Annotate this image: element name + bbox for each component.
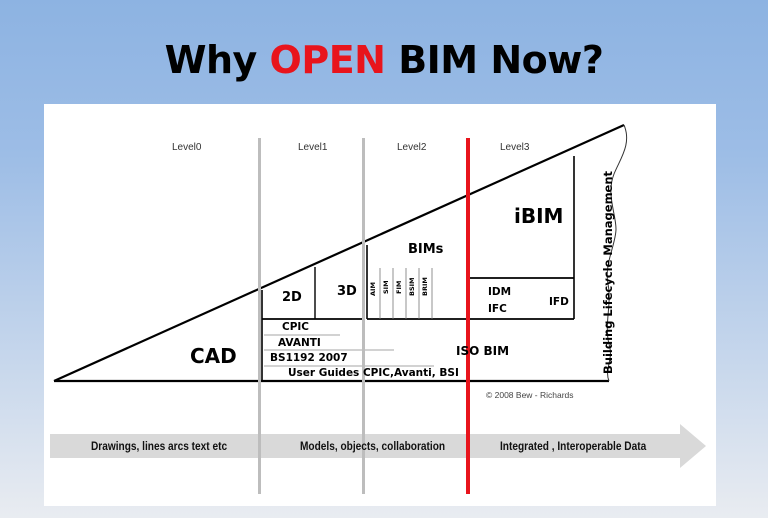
standard-ifc: IFC [488,303,507,315]
sub-model-aim: AIM [369,282,377,296]
lifecycle-label: Building Lifecycle Management [601,170,615,374]
level1-header: Level1 [298,142,328,153]
bims-label: BIMs [408,242,444,257]
sub-model-brim: BRIM [421,277,429,296]
divider-level0-1 [258,138,261,494]
timeline-caption-level1-2: Models, objects, collaboration [300,441,446,453]
standard-bs1192: BS1192 2007 [270,352,348,364]
bim-maturity-diagram: Level0 Level1 Level2 Level3 CAD 2D 3D CP… [44,104,716,506]
ibim-label: iBIM [514,204,564,228]
sub-model-fim: FIM [395,280,403,294]
iso-bim-label: ISO BIM [456,344,510,358]
title-suffix: BIM Now? [385,38,604,82]
3d-label: 3D [337,284,357,299]
standard-avanti: AVANTI [278,337,321,349]
timeline-arrow [50,424,706,468]
standard-cpic: CPIC [282,321,310,333]
timeline-caption-level0: Drawings, lines arcs text etc [91,441,228,453]
standard-idm: IDM [488,286,512,298]
slide-title: Why OPEN BIM Now? [0,38,768,82]
title-highlight: OPEN [269,38,386,82]
sub-model-sim: SIM [382,280,390,294]
divider-level1-2 [362,138,365,494]
level2-header: Level2 [397,142,427,153]
standard-ifd: IFD [549,296,569,308]
lifecycle-wavy-edge [606,124,628,382]
title-prefix: Why [164,38,270,82]
level3-header: Level3 [500,142,530,153]
level0-header: Level0 [172,142,202,153]
copyright-text: © 2008 Bew - Richards [486,390,574,400]
sub-model-bsim: BSIM [408,277,416,296]
2d-label: 2D [282,290,302,305]
divider-open-bim [466,138,470,494]
cad-label: CAD [190,344,237,368]
standard-user-guides: User Guides CPIC,Avanti, BSI [288,367,459,379]
timeline-caption-level3: Integrated , Interoperable Data [500,441,647,453]
diagram-graphics [50,123,706,494]
